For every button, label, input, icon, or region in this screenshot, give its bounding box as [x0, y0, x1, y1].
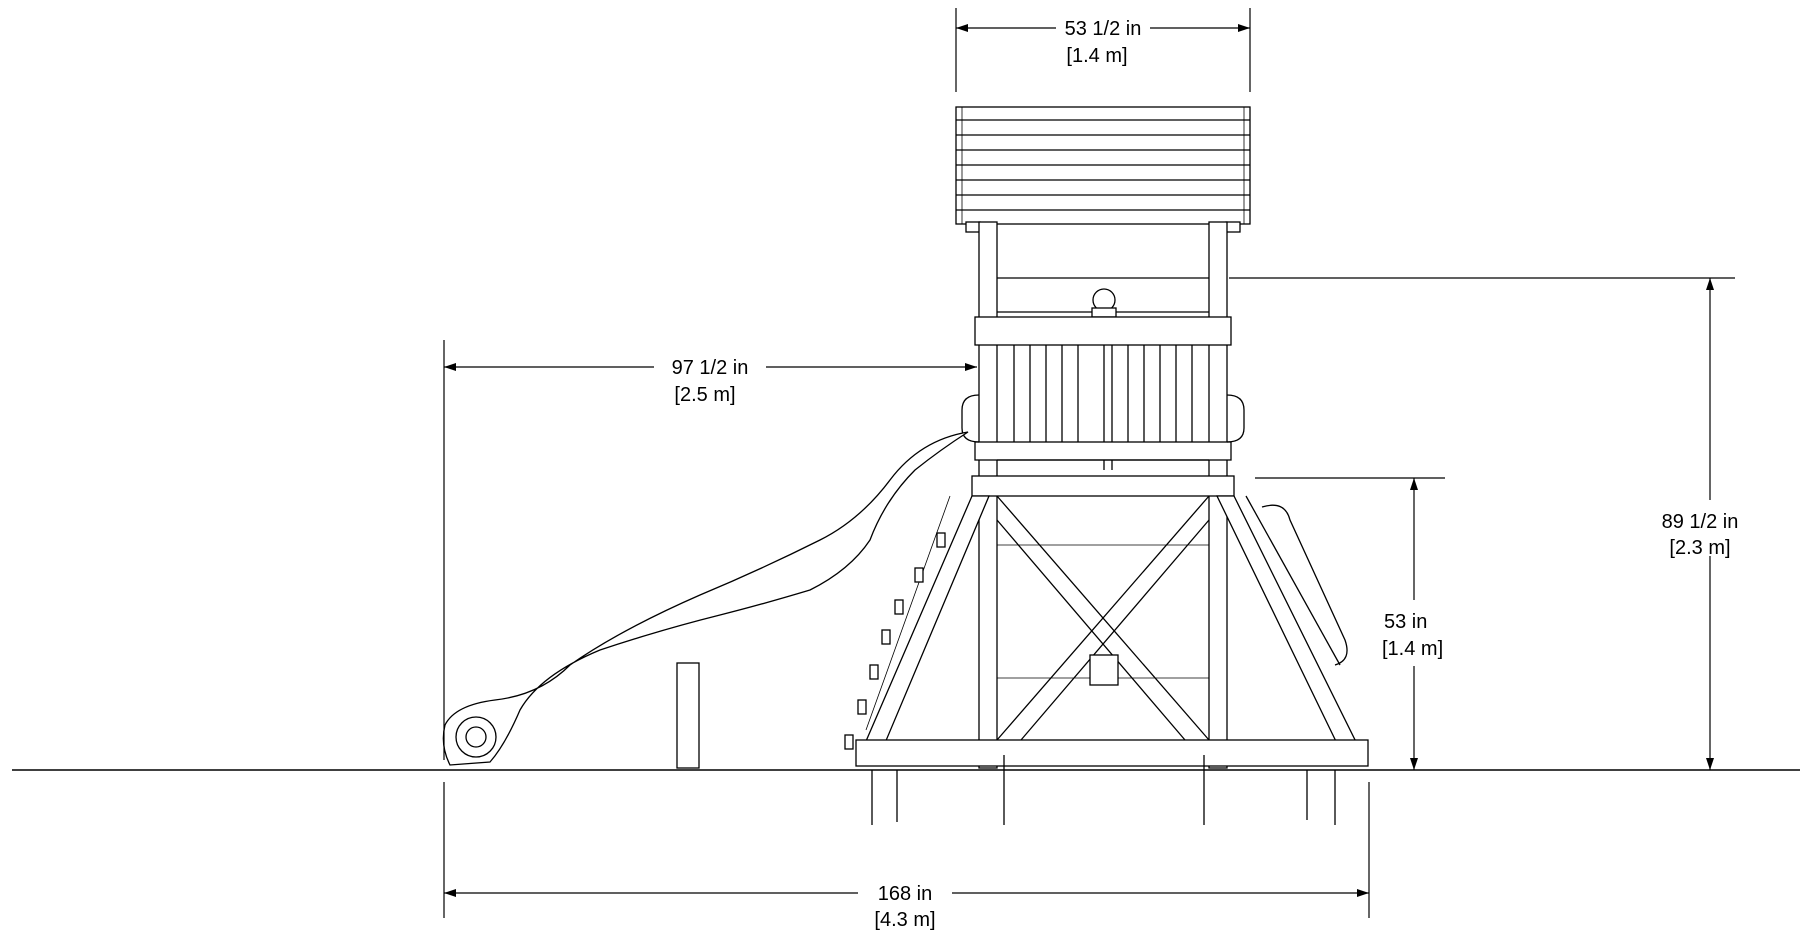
ground-anchors — [871, 755, 1336, 825]
slide-reach-label: 97 1/2 in [2.5 m] — [672, 357, 749, 406]
overall-length-imperial: 168 in — [878, 883, 933, 905]
roof-width-label: 53 1/2 in [1.4 m] — [1065, 18, 1142, 67]
left-handle — [961, 394, 980, 443]
right-handle — [1226, 394, 1245, 443]
overall-height-metric: [2.3 m] — [1669, 537, 1730, 559]
roof-width-imperial: 53 1/2 in — [1065, 18, 1142, 40]
overall-height-imperial: 89 1/2 in — [1662, 511, 1739, 533]
climbing-holds — [844, 532, 946, 750]
mid-rail — [974, 441, 1232, 461]
bottom-beam — [855, 739, 1369, 767]
playset-structure — [442, 106, 1369, 825]
slide-reach-imperial: 97 1/2 in — [672, 357, 749, 379]
a-frame-legs — [856, 495, 1368, 763]
roof-width-metric: [1.4 m] — [1066, 45, 1127, 67]
x-brace — [996, 495, 1210, 741]
overall-length-metric: [4.3 m] — [874, 909, 935, 931]
wall-slats — [1013, 345, 1193, 442]
dimension-lines — [443, 8, 1735, 918]
deck-height-label: 53 in [1.4 m] — [1382, 611, 1443, 660]
ladder — [1245, 495, 1348, 666]
deck-height-metric: [1.4 m] — [1382, 638, 1443, 660]
upper-rail — [974, 316, 1232, 346]
overall-length-label: 168 in [4.3 m] — [874, 883, 935, 931]
deck-band — [971, 475, 1235, 497]
overall-height-label: 89 1/2 in [2.3 m] — [1662, 511, 1739, 559]
roof — [955, 106, 1251, 233]
deck-height-imperial: 53 in — [1384, 611, 1427, 633]
slide-reach-metric: [2.5 m] — [674, 384, 735, 406]
slide — [442, 431, 969, 769]
